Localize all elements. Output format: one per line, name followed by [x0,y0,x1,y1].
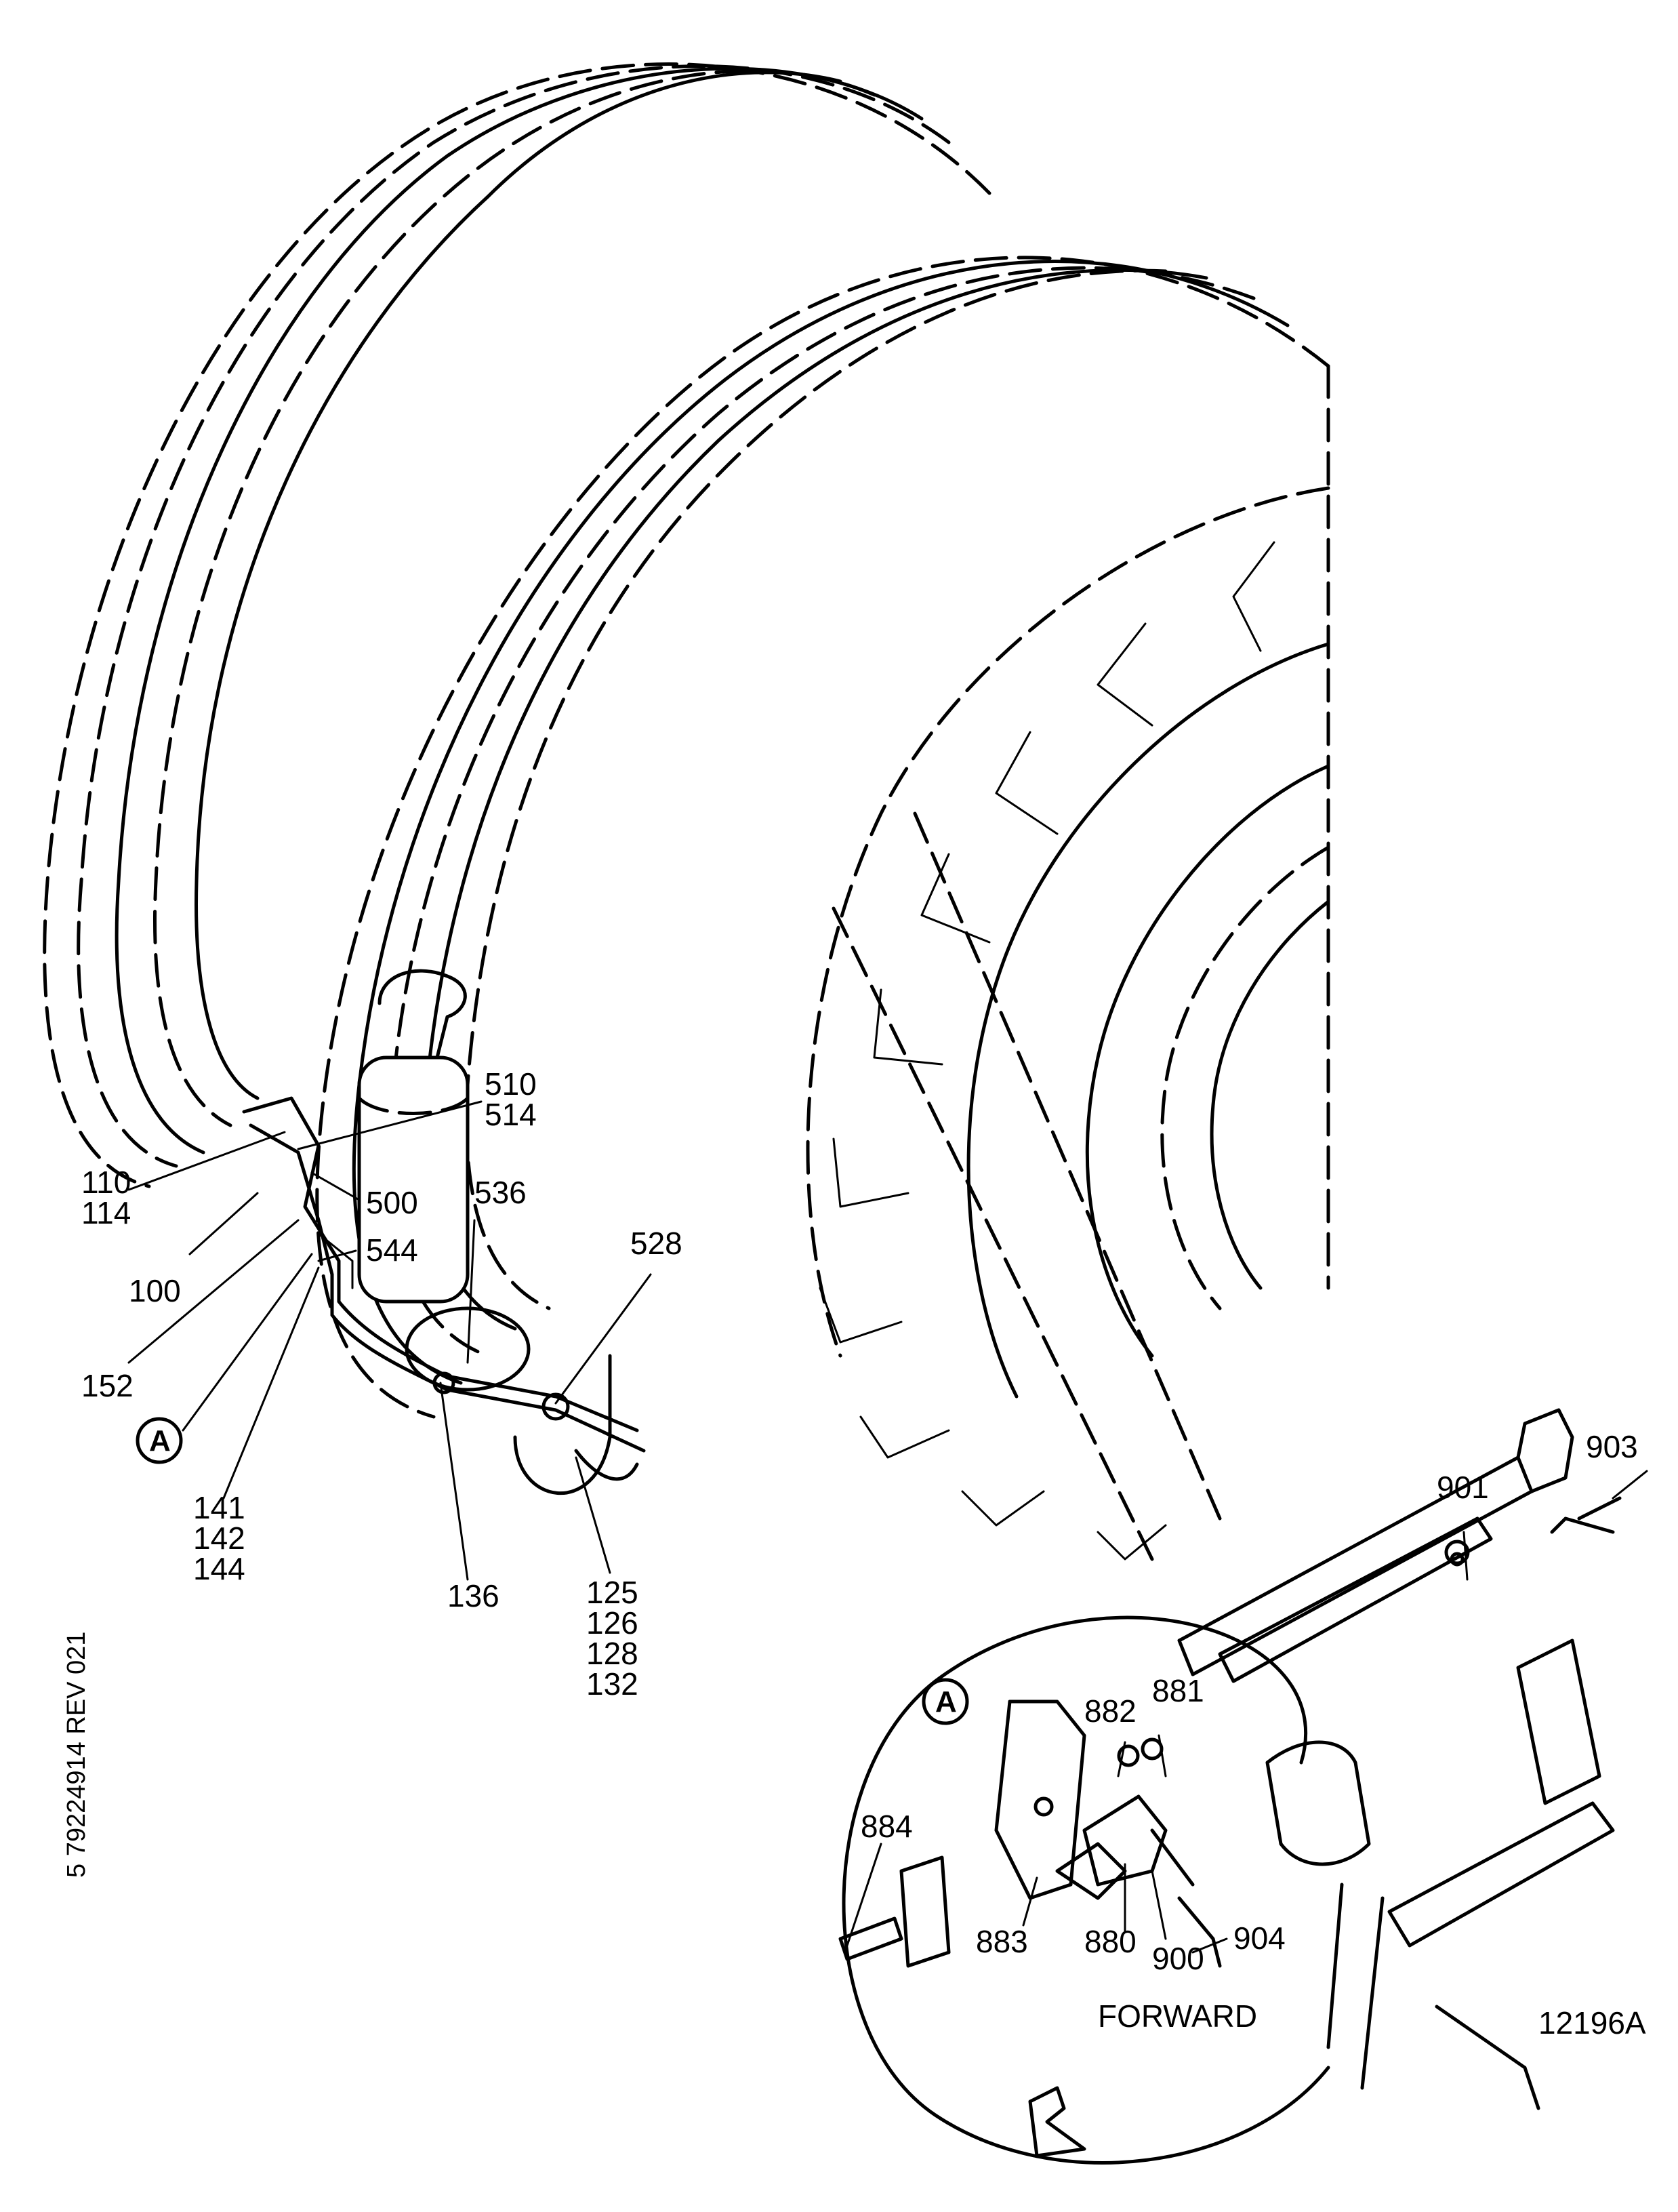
callout-881: 881 [1152,1673,1204,1708]
callout-904: 904 [1233,1921,1286,1956]
callout-100: 100 [129,1273,181,1308]
callout-903: 903 [1586,1429,1638,1464]
callout-144: 144 [193,1551,245,1586]
callout-882: 882 [1084,1693,1137,1729]
callout-500: 500 [366,1185,418,1220]
callout-152: 152 [81,1368,134,1403]
side-code: 5 79224914 REV 021 [62,1632,91,1878]
callout-528: 528 [630,1226,682,1261]
forward-arrow-icon [1028,2086,1086,2158]
bracket-assembly [1177,1408,1622,2110]
fan-blades [806,486,1330,1561]
detail-a-badge: A [922,1678,969,1725]
callout-510: 510 [485,1066,537,1102]
callout-126: 126 [586,1605,638,1641]
callout-901: 901 [1437,1470,1489,1505]
callout-544: 544 [366,1232,418,1268]
callout-labels: 510 514 110 114 500 536 544 100 528 152 … [62,1066,1646,2040]
callout-a-letter: A [149,1424,171,1457]
tank-assembly [357,969,612,1495]
callout-136: 136 [447,1578,499,1613]
callout-141: 141 [193,1490,245,1525]
callout-880: 880 [1084,1924,1137,1959]
forward-label: FORWARD [1098,1998,1257,2034]
callout-884: 884 [861,1809,913,1844]
callout-536: 536 [474,1175,527,1210]
figure-id: 12196A [1538,2005,1646,2040]
callout-132: 132 [586,1666,638,1702]
leader-lines [127,1100,1648,1954]
callout-125: 125 [586,1575,638,1610]
callout-900: 900 [1152,1941,1204,1976]
callout-142: 142 [193,1521,245,1556]
callout-a-badge: A [136,1417,183,1464]
callout-883: 883 [976,1924,1028,1959]
callout-128: 128 [586,1636,638,1671]
callout-110: 110 [81,1165,131,1200]
inlet-cowl-rings [43,62,991,1188]
callout-514: 514 [485,1097,537,1132]
detail-a-letter: A [935,1685,957,1718]
callout-114: 114 [81,1195,131,1230]
